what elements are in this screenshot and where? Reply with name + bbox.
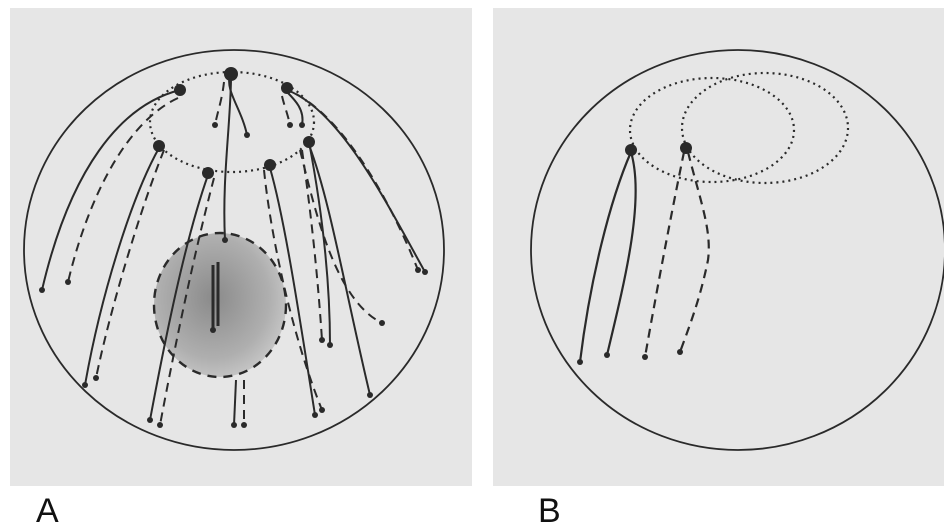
panel-b	[493, 8, 944, 486]
panel-b-background	[493, 8, 944, 486]
knob-2	[224, 67, 238, 81]
central-fiber-end-dot	[210, 327, 216, 333]
knob-b-2	[680, 142, 692, 154]
panel-a	[10, 8, 472, 486]
panel-label-b: B	[538, 492, 561, 530]
panel-label-a: A	[36, 492, 59, 530]
